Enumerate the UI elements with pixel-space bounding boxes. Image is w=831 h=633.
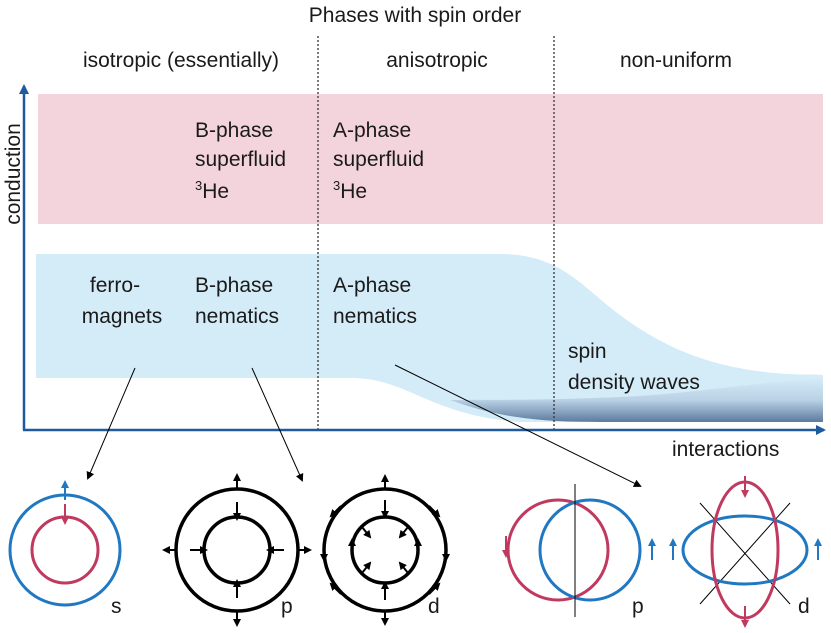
sdw-line1: spin [568,340,607,363]
label-s: s [111,595,122,618]
label-p1: p [281,595,293,618]
diagram-title: Phases with spin order [308,4,522,27]
y-axis-label: conduction [2,123,25,225]
pointer-b-nematics [251,367,304,482]
ferro-line2: magnets [81,305,163,328]
column-anisotropic: anisotropic [386,49,488,72]
a-phase-superfluid-line1: A-phase [333,119,412,142]
b-phase-superfluid-line2: superfluid [195,148,287,171]
b-phase-superfluid-line3: 3He [195,178,229,207]
b-nematics-line1: B-phase [195,274,274,297]
pointer-a-nematics [394,364,642,487]
x-axis-label: interactions [672,438,780,461]
b-phase-superfluid-line1: B-phase [195,119,274,142]
p-wave-b-diagram [162,473,312,627]
sdw-line2: density waves [568,371,700,394]
helium-a: He [340,180,368,203]
bottom-shade [450,378,823,422]
ferro-line1: ferro- [89,274,141,297]
a-phase-superfluid-line2: superfluid [333,148,425,171]
column-nonuniform: non-uniform [619,49,733,72]
helium-b: He [202,180,230,203]
isotope-sup-a: 3 [333,178,341,193]
insulator-band [36,254,823,422]
a-nematics-line2: nematics [333,305,418,328]
pointer-ferro [86,367,136,480]
label-d2: d [798,595,810,618]
d-wave-a-diagram [669,476,822,628]
p-wave-a-diagram [502,484,656,617]
b-nematics-line2: nematics [195,305,280,328]
isotope-sup-b: 3 [195,178,203,193]
s-wave-diagram [8,480,122,607]
label-d1: d [428,595,440,618]
column-isotropic: isotropic (essentially) [82,49,280,72]
a-phase-superfluid-line3: 3He [333,178,367,207]
label-p2: p [632,595,644,618]
a-nematics-line1: A-phase [333,274,412,297]
d-wave-b-diagram [320,474,450,626]
superfluid-band [38,94,823,224]
